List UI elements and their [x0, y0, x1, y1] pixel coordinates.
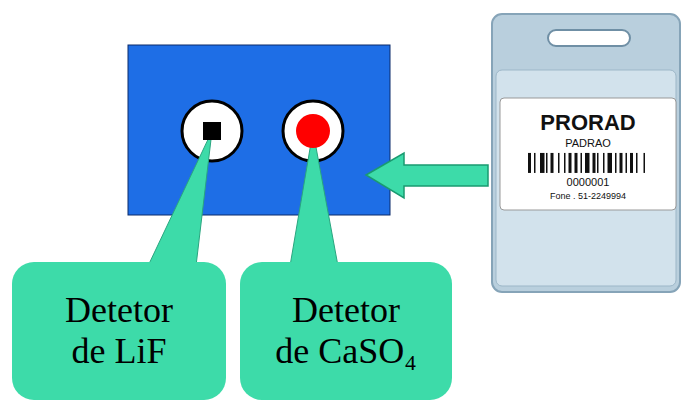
callout-text: Detetor de CaSO₄ — [273, 290, 419, 373]
barcode-bar — [546, 153, 548, 173]
label-text: 0000001 — [567, 176, 610, 189]
dosimeter-card — [128, 45, 390, 215]
callout-tail — [148, 131, 212, 266]
barcode-bar — [540, 153, 545, 173]
barcode-bar — [569, 153, 572, 173]
barcode-bar — [608, 153, 613, 173]
badge-slot — [548, 30, 630, 46]
barcode-bar — [593, 153, 596, 173]
barcode-bar — [581, 153, 583, 173]
label-text: PADRAO — [565, 137, 611, 150]
barcode-bar — [636, 153, 638, 173]
barcode-bar — [558, 153, 560, 173]
pointer-arrow — [366, 153, 488, 198]
barcode-bar — [575, 153, 578, 173]
badge-label-card — [500, 98, 676, 210]
barcode-bar — [644, 153, 646, 173]
barcode-bar — [597, 153, 599, 173]
label-text: PRORAD — [540, 110, 635, 135]
barcode-bar — [620, 153, 623, 173]
barcode-bar — [534, 153, 536, 173]
barcode-bar — [528, 153, 531, 173]
callout-tail — [290, 131, 338, 266]
barcode-space — [583, 150, 593, 176]
barcode-bar — [585, 153, 590, 173]
barcode — [528, 153, 645, 173]
detector-hole — [182, 101, 242, 161]
barcode-bar — [615, 153, 617, 173]
lif-detector — [203, 122, 221, 140]
barcode-bar — [551, 153, 554, 173]
barcode-bar — [626, 153, 628, 173]
badge-pocket — [496, 70, 676, 286]
callout-box: Detetor de LiF — [12, 262, 226, 400]
callout-text: Detetor de LiF — [63, 290, 175, 373]
callout-box: Detetor de CaSO₄ — [240, 262, 452, 400]
barcode-bar — [603, 153, 605, 173]
barcode-bar — [630, 153, 633, 173]
badge-holder — [492, 14, 680, 292]
badge-label: PRORAD PADRAO 0000001Fone . 51-2249994 — [500, 98, 676, 210]
caso4-detector — [296, 114, 330, 148]
barcode-bar — [564, 153, 566, 173]
label-text: Fone . 51-2249994 — [550, 191, 626, 201]
